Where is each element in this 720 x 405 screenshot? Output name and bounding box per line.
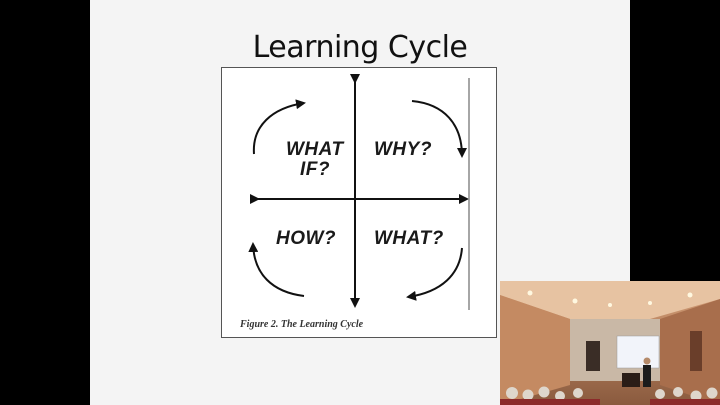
- cycle-diagram: [248, 74, 470, 310]
- arrow-top-left: [252, 99, 306, 155]
- slide-title: Learning Cycle: [252, 30, 468, 65]
- figure-caption: Figure 2. The Learning Cycle: [240, 319, 364, 330]
- arrow-bottom-left: [248, 242, 305, 297]
- quadrant-why: WHY?: [374, 139, 432, 160]
- arrow-bottom-right: [406, 247, 463, 301]
- quadrant-what-if-line2: IF?: [300, 159, 330, 180]
- quadrant-what-if: WHAT IF?: [286, 140, 356, 180]
- learning-cycle-figure: WHAT IF? WHY? HOW? WHAT? Figure 2. The L…: [221, 67, 497, 338]
- presentation-slide: Learning Cycle WHAT IF? WHY? HOW?: [90, 0, 630, 405]
- presenter-video-overlay[interactable]: [500, 281, 720, 405]
- quadrant-what-if-line1: WHAT: [286, 139, 344, 160]
- quadrant-how: HOW?: [276, 228, 337, 249]
- arrow-top-right: [411, 100, 467, 158]
- quadrant-what: WHAT?: [374, 228, 444, 249]
- lecture-hall-image: [500, 281, 720, 405]
